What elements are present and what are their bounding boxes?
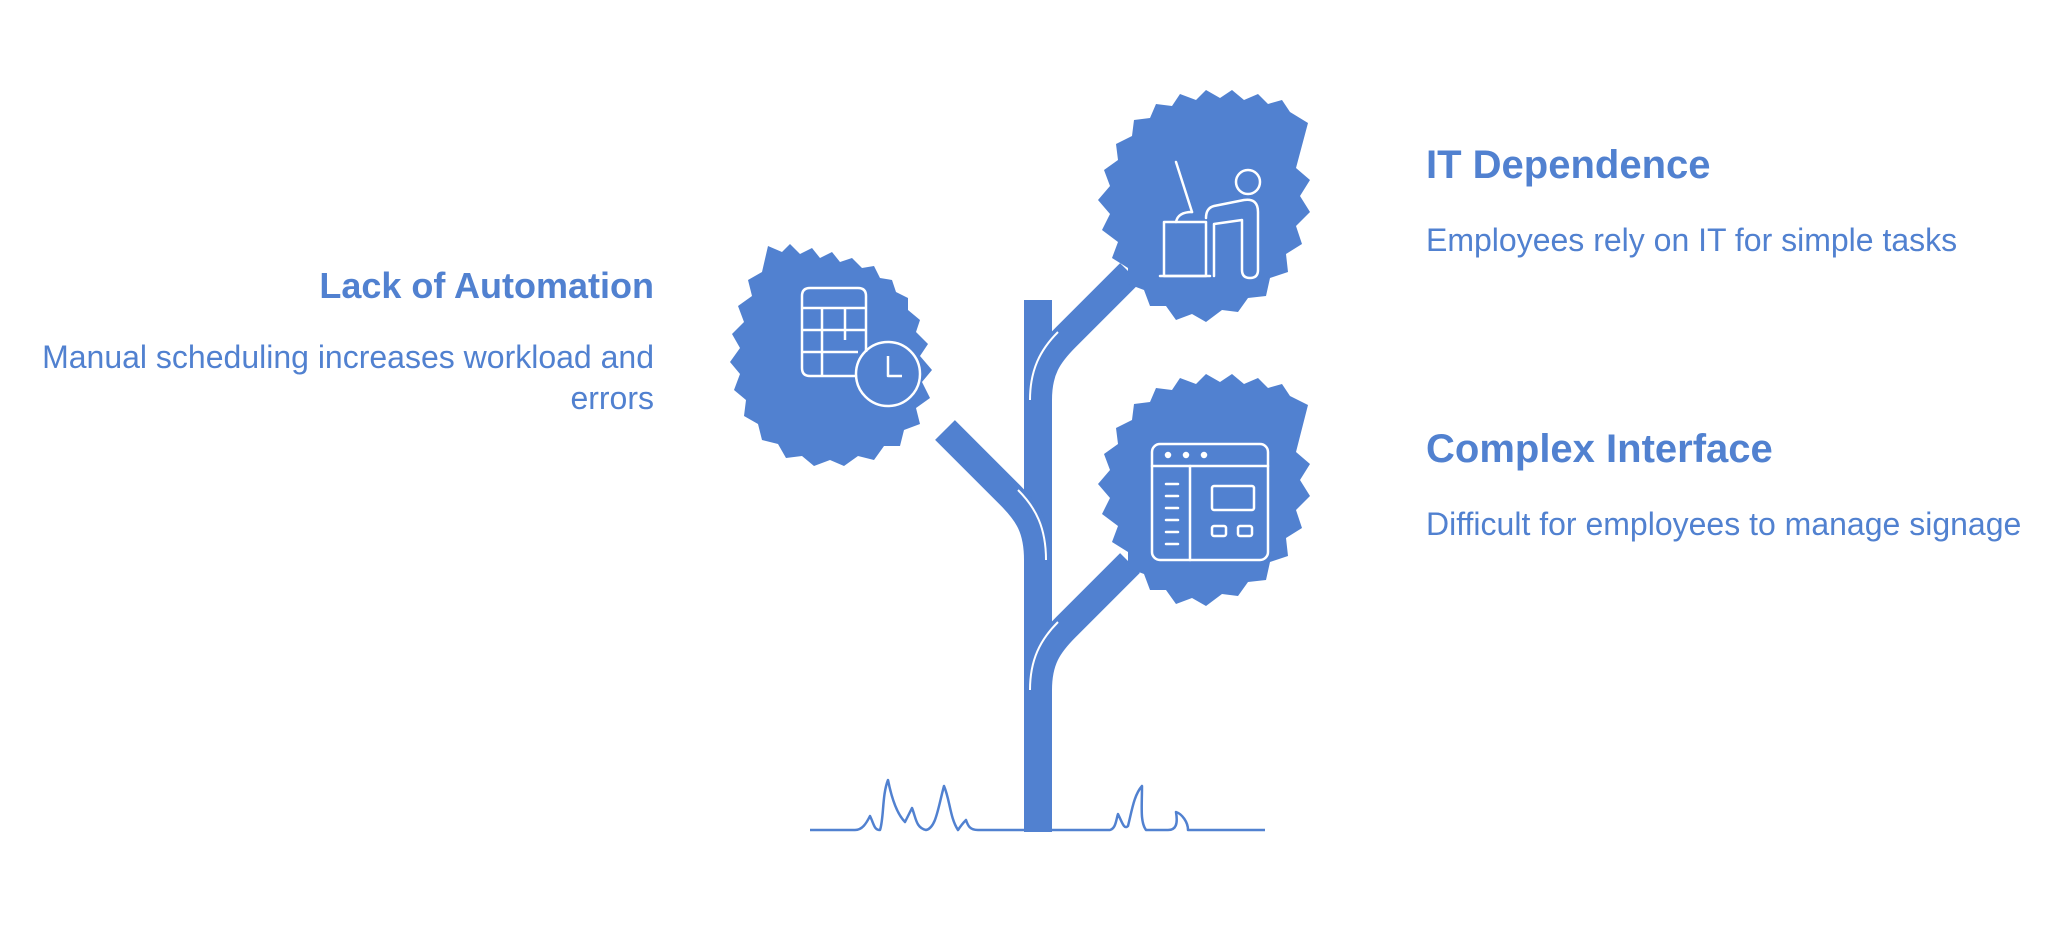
leaf-lack-of-automation — [730, 244, 932, 466]
desc-complex-interface: Difficult for employees to manage signag… — [1426, 506, 2022, 542]
leaf-it-dependence — [1098, 90, 1310, 322]
desc-it-dependence: Employees rely on IT for simple tasks — [1426, 222, 1958, 258]
branch-left — [935, 420, 1052, 690]
label-complex-interface: Complex Interface Difficult for employee… — [1426, 425, 2026, 545]
leaf-complex-interface — [1098, 374, 1310, 606]
branch-upper-right — [1024, 263, 1140, 430]
title-complex-interface: Complex Interface — [1426, 427, 1773, 471]
label-it-dependence: IT Dependence Employees rely on IT for s… — [1426, 141, 2026, 261]
branch-lower-right — [1024, 553, 1140, 710]
browser-window-icon — [1150, 442, 1270, 562]
ground-grass — [810, 778, 1265, 832]
title-it-dependence: IT Dependence — [1426, 143, 1711, 187]
title-lack-of-automation: Lack of Automation — [319, 265, 654, 306]
spreadsheet-clock-icon — [800, 286, 922, 408]
label-lack-of-automation: Lack of Automation Manual scheduling inc… — [40, 262, 654, 419]
desc-lack-of-automation: Manual scheduling increases workload and… — [42, 339, 654, 416]
presenter-podium-icon — [1158, 160, 1262, 280]
